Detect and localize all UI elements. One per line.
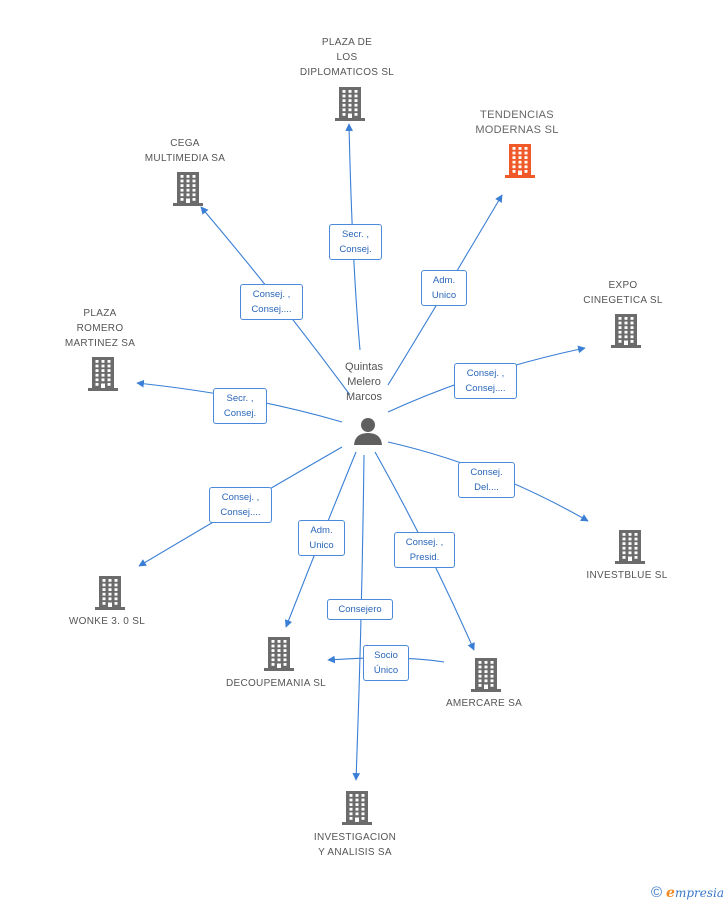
company-label-decoupemania[interactable]: DECOUPEMANIA SL [225, 678, 327, 689]
company-label-expo[interactable]: EXPO CINEGETICA SL [583, 280, 663, 306]
person-name[interactable]: Quintas Melero Marcos [345, 361, 383, 403]
role-box-investigacion[interactable]: Consejero [327, 599, 393, 620]
role-box-investblue[interactable]: Consej. Del.... [458, 462, 515, 498]
person-icon[interactable] [353, 416, 383, 446]
company-label-tendencias[interactable]: TENDENCIAS MODERNAS SL [475, 109, 559, 136]
building-icon[interactable] [87, 356, 119, 392]
role-box-cega[interactable]: Consej. , Consej.... [240, 284, 303, 320]
building-icon[interactable] [610, 313, 642, 349]
role-box-tendencias[interactable]: Adm. Unico [421, 270, 467, 306]
company-label-investblue[interactable]: INVESTBLUE SL [586, 570, 668, 581]
copyright-icon: © [650, 884, 663, 901]
brand-initial: e [666, 884, 675, 901]
building-icon[interactable] [263, 636, 295, 672]
company-label-investigacion[interactable]: INVESTIGACION Y ANALISIS SA [313, 832, 397, 858]
building-icon[interactable] [172, 171, 204, 207]
role-box-wonke[interactable]: Consej. , Consej.... [209, 487, 272, 523]
building-icon[interactable] [94, 575, 126, 611]
role-box-amercare[interactable]: Consej. , Presid. [394, 532, 455, 568]
role-box-plaza-romero[interactable]: Secr. , Consej. [213, 388, 267, 424]
role-box-socio[interactable]: Socio Único [363, 645, 409, 681]
building-icon[interactable] [470, 657, 502, 693]
company-label-plaza-romero[interactable]: PLAZA ROMERO MARTINEZ SA [64, 308, 136, 349]
company-label-plaza-diplomaticos[interactable]: PLAZA DE LOS DIPLOMATICOS SL [299, 37, 395, 78]
brand-name: mpresia [674, 885, 724, 900]
company-label-wonke[interactable]: WONKE 3. 0 SL [68, 616, 146, 627]
building-icon[interactable] [614, 529, 646, 565]
building-icon[interactable] [504, 143, 536, 179]
footer-brand: © empresia [651, 884, 724, 901]
company-label-cega[interactable]: CEGA MULTIMEDIA SA [144, 138, 226, 164]
company-label-amercare[interactable]: AMERCARE SA [445, 698, 523, 709]
role-box-decoupemania[interactable]: Adm. Unico [298, 520, 345, 556]
building-icon[interactable] [341, 790, 373, 826]
building-icon[interactable] [334, 86, 366, 122]
role-box-plaza-diplomaticos[interactable]: Secr. , Consej. [329, 224, 382, 260]
role-box-expo[interactable]: Consej. , Consej.... [454, 363, 517, 399]
